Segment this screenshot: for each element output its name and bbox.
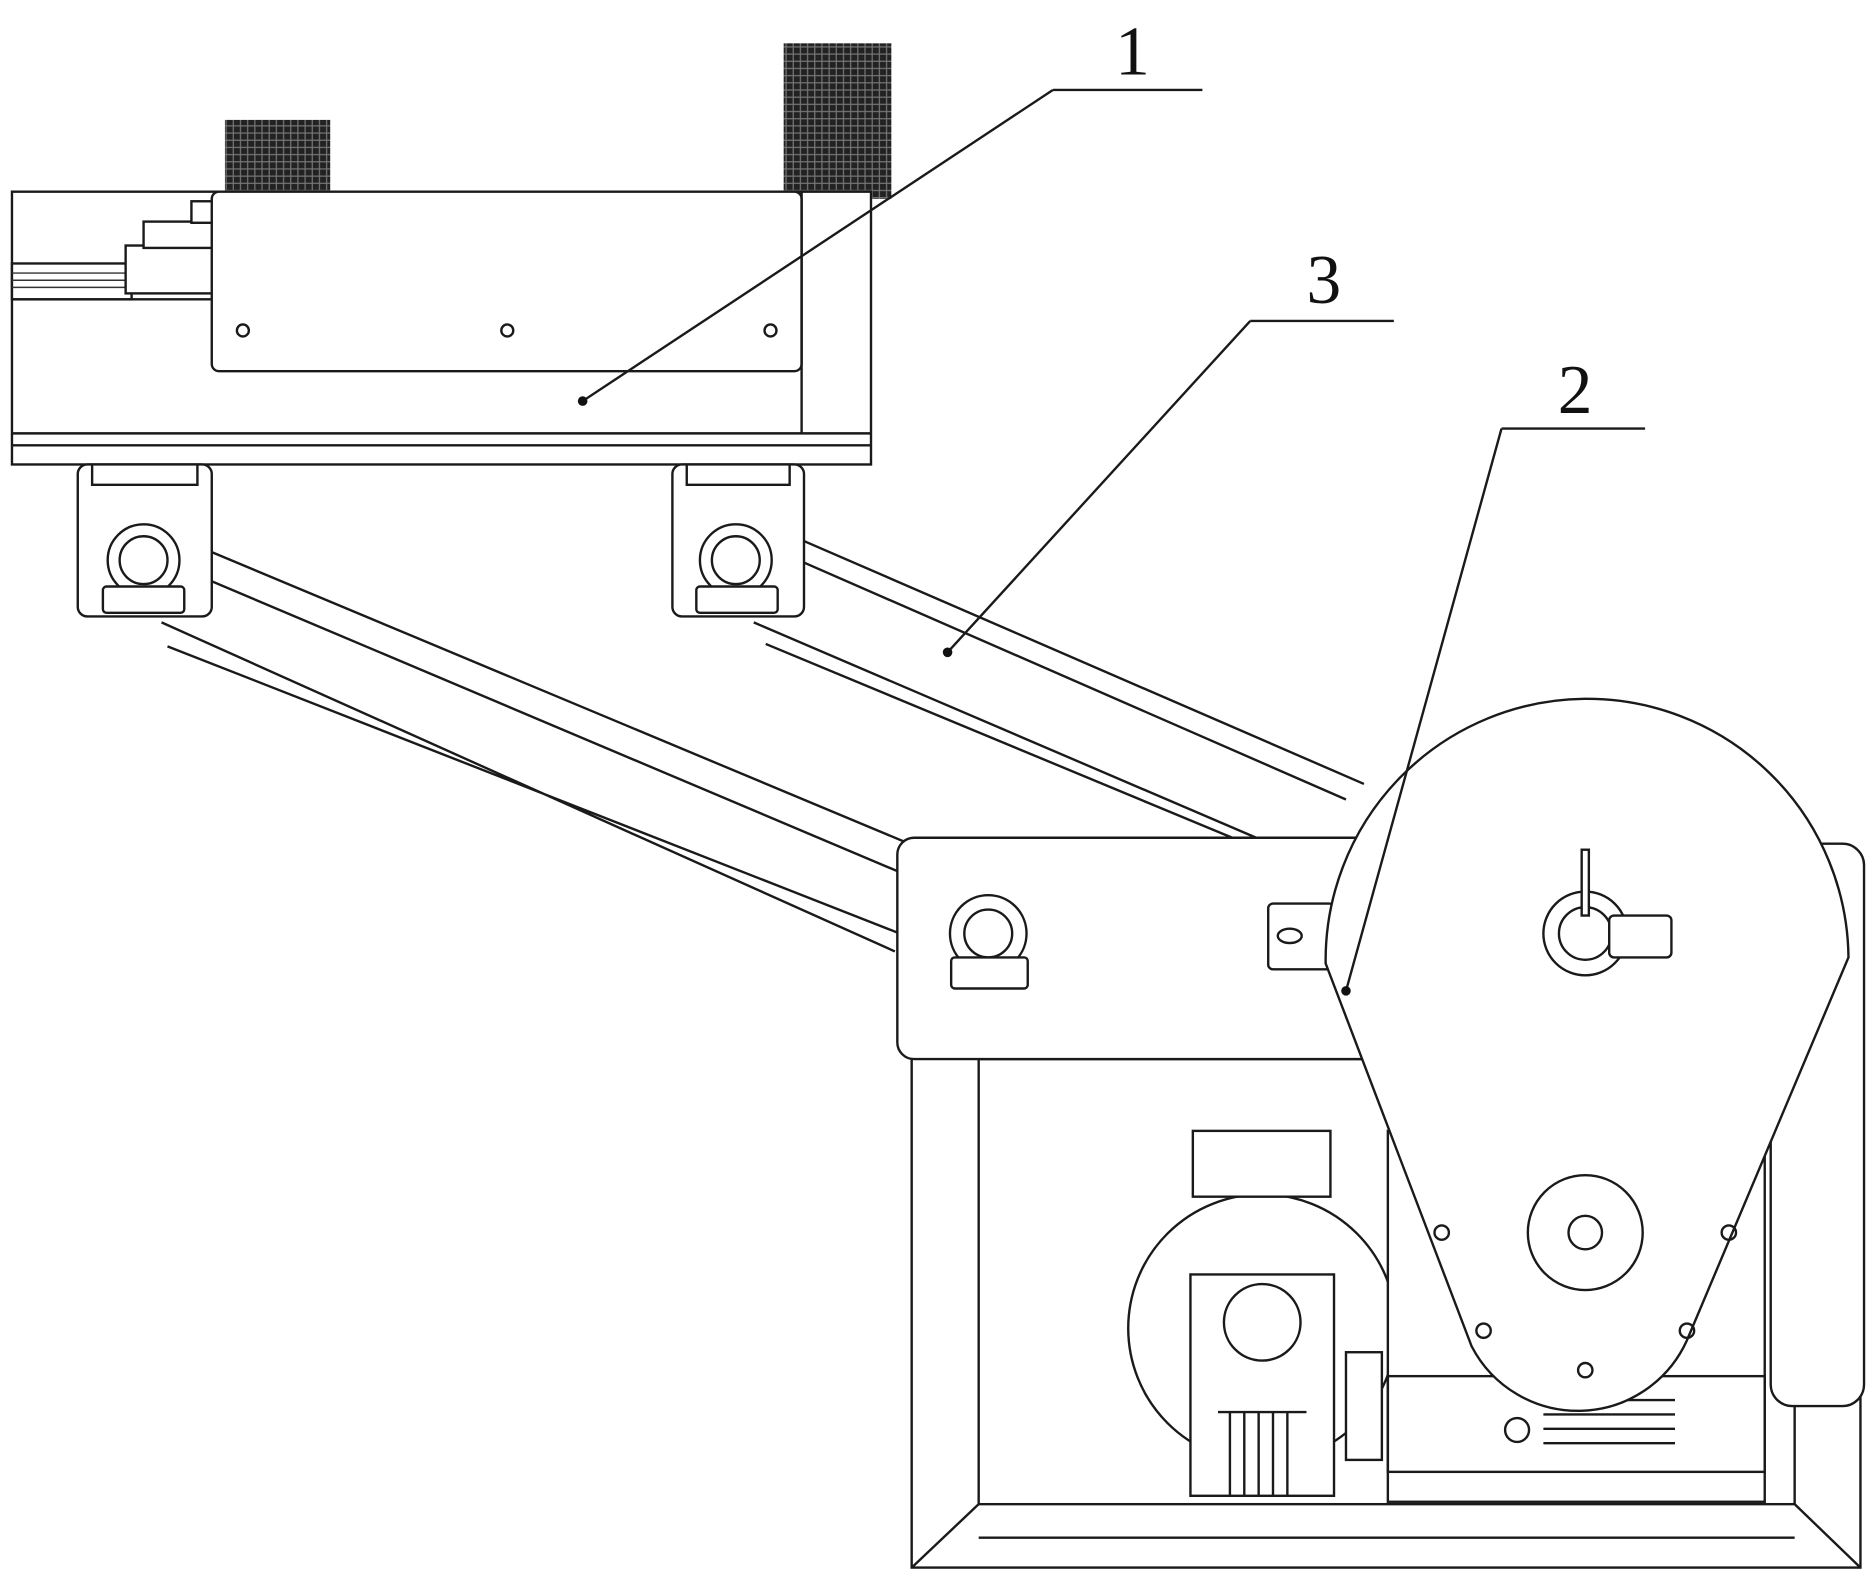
knurled-knob-right bbox=[784, 43, 892, 199]
bracket-right bbox=[672, 464, 804, 616]
callout-label-1: 1 bbox=[1115, 13, 1150, 90]
knurled-knob-left bbox=[225, 120, 330, 194]
callout-3: 3 bbox=[943, 242, 1394, 657]
middle-housing bbox=[897, 838, 1388, 1059]
callout-label-3: 3 bbox=[1307, 242, 1342, 319]
callout-label-2: 2 bbox=[1558, 352, 1593, 429]
bracket-left bbox=[78, 464, 212, 616]
upper-beam-assembly bbox=[12, 43, 891, 464]
